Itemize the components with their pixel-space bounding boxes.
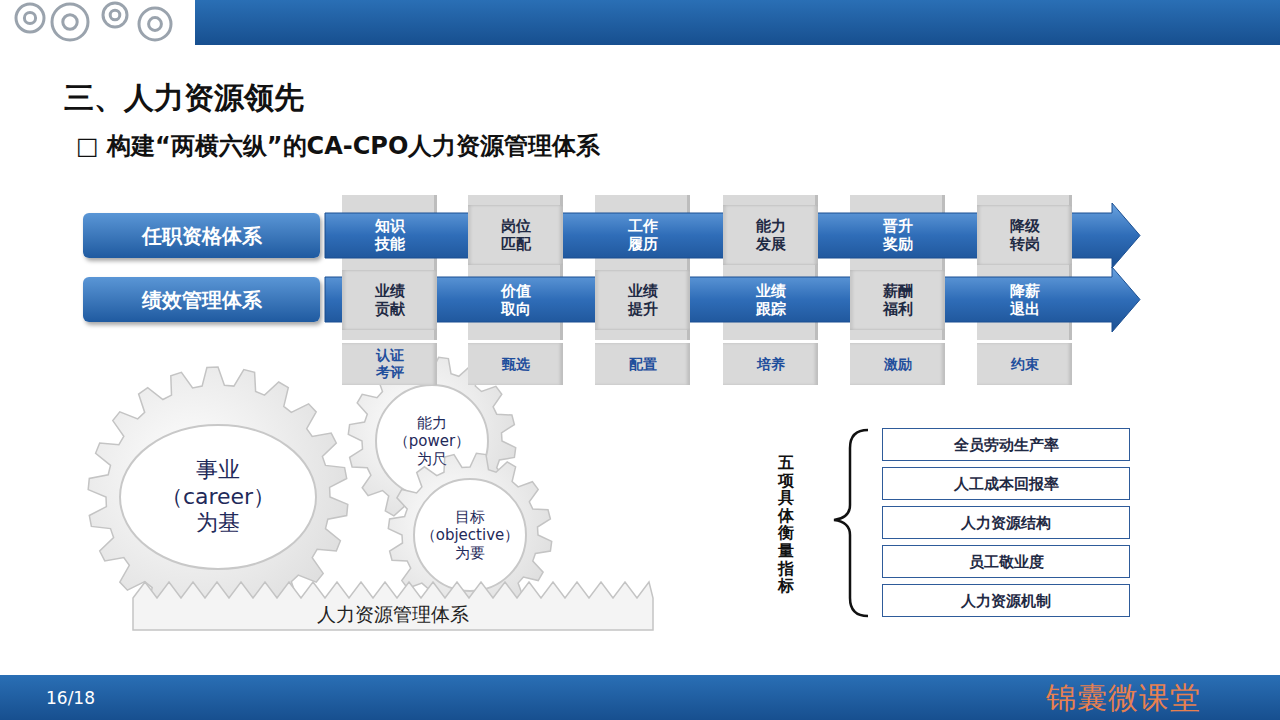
logo-gear-hub	[24, 12, 35, 23]
stage-cell: 约束	[977, 343, 1072, 385]
node-text: 能力 发展	[756, 217, 786, 253]
node-text: 降薪 退出	[1010, 282, 1040, 318]
node-text: 事业 （career） 为基	[161, 457, 275, 536]
node-text: 绩效管理体系	[142, 288, 262, 312]
matrix-cell: 业绩 提升	[595, 270, 690, 330]
matrix-cell: 业绩 跟踪	[723, 270, 818, 330]
logo-gear-hub	[110, 10, 120, 20]
node-text: 配置	[629, 356, 657, 373]
node-text: 约束	[1011, 356, 1039, 373]
matrix-cell: 能力 发展	[723, 205, 818, 265]
logo-gear	[52, 4, 88, 40]
node-text: 知识 技能	[375, 217, 405, 253]
flow-arrow	[325, 203, 1140, 268]
metric-box: 人力资源机制	[882, 584, 1130, 617]
stage-cell: 激励	[850, 343, 945, 385]
matrix-cell: 价值 取向	[468, 270, 563, 330]
flow-arrow	[325, 267, 1140, 332]
gear-hub	[414, 479, 526, 591]
metric-box: 人工成本回报率	[882, 467, 1130, 500]
watermark: 锦囊微课堂	[1046, 678, 1201, 719]
node-text: 人力资源机制	[961, 592, 1051, 610]
node-text: 人力资源管理体系	[317, 603, 469, 626]
node-text: 目标 （objective） 为要	[421, 508, 519, 562]
gear-label: 事业 （career） 为基	[148, 447, 288, 547]
node-text: 业绩 贡献	[375, 282, 405, 318]
system-band: 绩效管理体系	[83, 277, 320, 322]
metric-box: 全员劳动生产率	[882, 428, 1130, 461]
matrix-cell: 知识 技能	[342, 205, 437, 265]
stage-cell: 甄选	[468, 343, 563, 385]
stage-cell: 培养	[723, 343, 818, 385]
slide-subtitle: □ 构建“两横六纵”的CA-CPO人力资源管理体系	[76, 130, 600, 162]
logo-gear	[16, 4, 44, 32]
node-text: 人力资源结构	[961, 514, 1051, 532]
node-text: 业绩 提升	[628, 282, 658, 318]
vertical-label: 五项具体衡量指标	[778, 454, 794, 595]
node-text: 业绩 跟踪	[756, 282, 786, 318]
gear-label: 目标 （objective） 为要	[415, 497, 525, 573]
matrix-cell: 工作 履历	[595, 205, 690, 265]
matrix-cell: 降薪 退出	[977, 270, 1072, 330]
node-text: 任职资格体系	[142, 224, 262, 248]
node-text: 能力 （power） 为尺	[394, 414, 470, 468]
matrix-cell: 业绩 贡献	[342, 270, 437, 330]
gear-hub	[120, 425, 316, 569]
stage-cell: 认证 考评	[342, 343, 437, 385]
matrix-cell: 岗位 匹配	[468, 205, 563, 265]
node-text: 价值 取向	[501, 282, 531, 318]
gear-label: 能力 （power） 为尺	[377, 403, 487, 479]
node-text: 人工成本回报率	[954, 475, 1059, 493]
logo-gear	[103, 3, 127, 27]
rack-label: 人力资源管理体系	[133, 598, 653, 630]
matrix-cell: 降级 转岗	[977, 205, 1072, 265]
stage-cell: 配置	[595, 343, 690, 385]
system-band: 任职资格体系	[83, 213, 320, 258]
node-text: 降级 转岗	[1010, 217, 1040, 253]
matrix-cell: 晋升 奖励	[850, 205, 945, 265]
node-text: 晋升 奖励	[883, 217, 913, 253]
page-number: 16/18	[46, 688, 95, 708]
node-text: 全员劳动生产率	[954, 436, 1059, 454]
node-text: 甄选	[502, 356, 530, 373]
node-text: 岗位 匹配	[501, 217, 531, 253]
node-text: 培养	[757, 356, 785, 373]
node-text: 激励	[884, 356, 912, 373]
slide-title: 三、人力资源领先	[64, 78, 304, 119]
node-text: 认证 考评	[376, 347, 404, 381]
gear-rack	[133, 582, 653, 630]
metric-box: 员工敬业度	[882, 545, 1130, 578]
node-text: 工作 履历	[628, 217, 658, 253]
node-text: 薪酬 福利	[883, 282, 913, 318]
matrix-cell: 薪酬 福利	[850, 270, 945, 330]
node-text: 员工敬业度	[969, 553, 1044, 571]
metric-box: 人力资源结构	[882, 506, 1130, 539]
logo-gear	[139, 8, 171, 40]
logo-gear-hub	[63, 15, 77, 29]
logo-gear-hub	[149, 18, 162, 31]
